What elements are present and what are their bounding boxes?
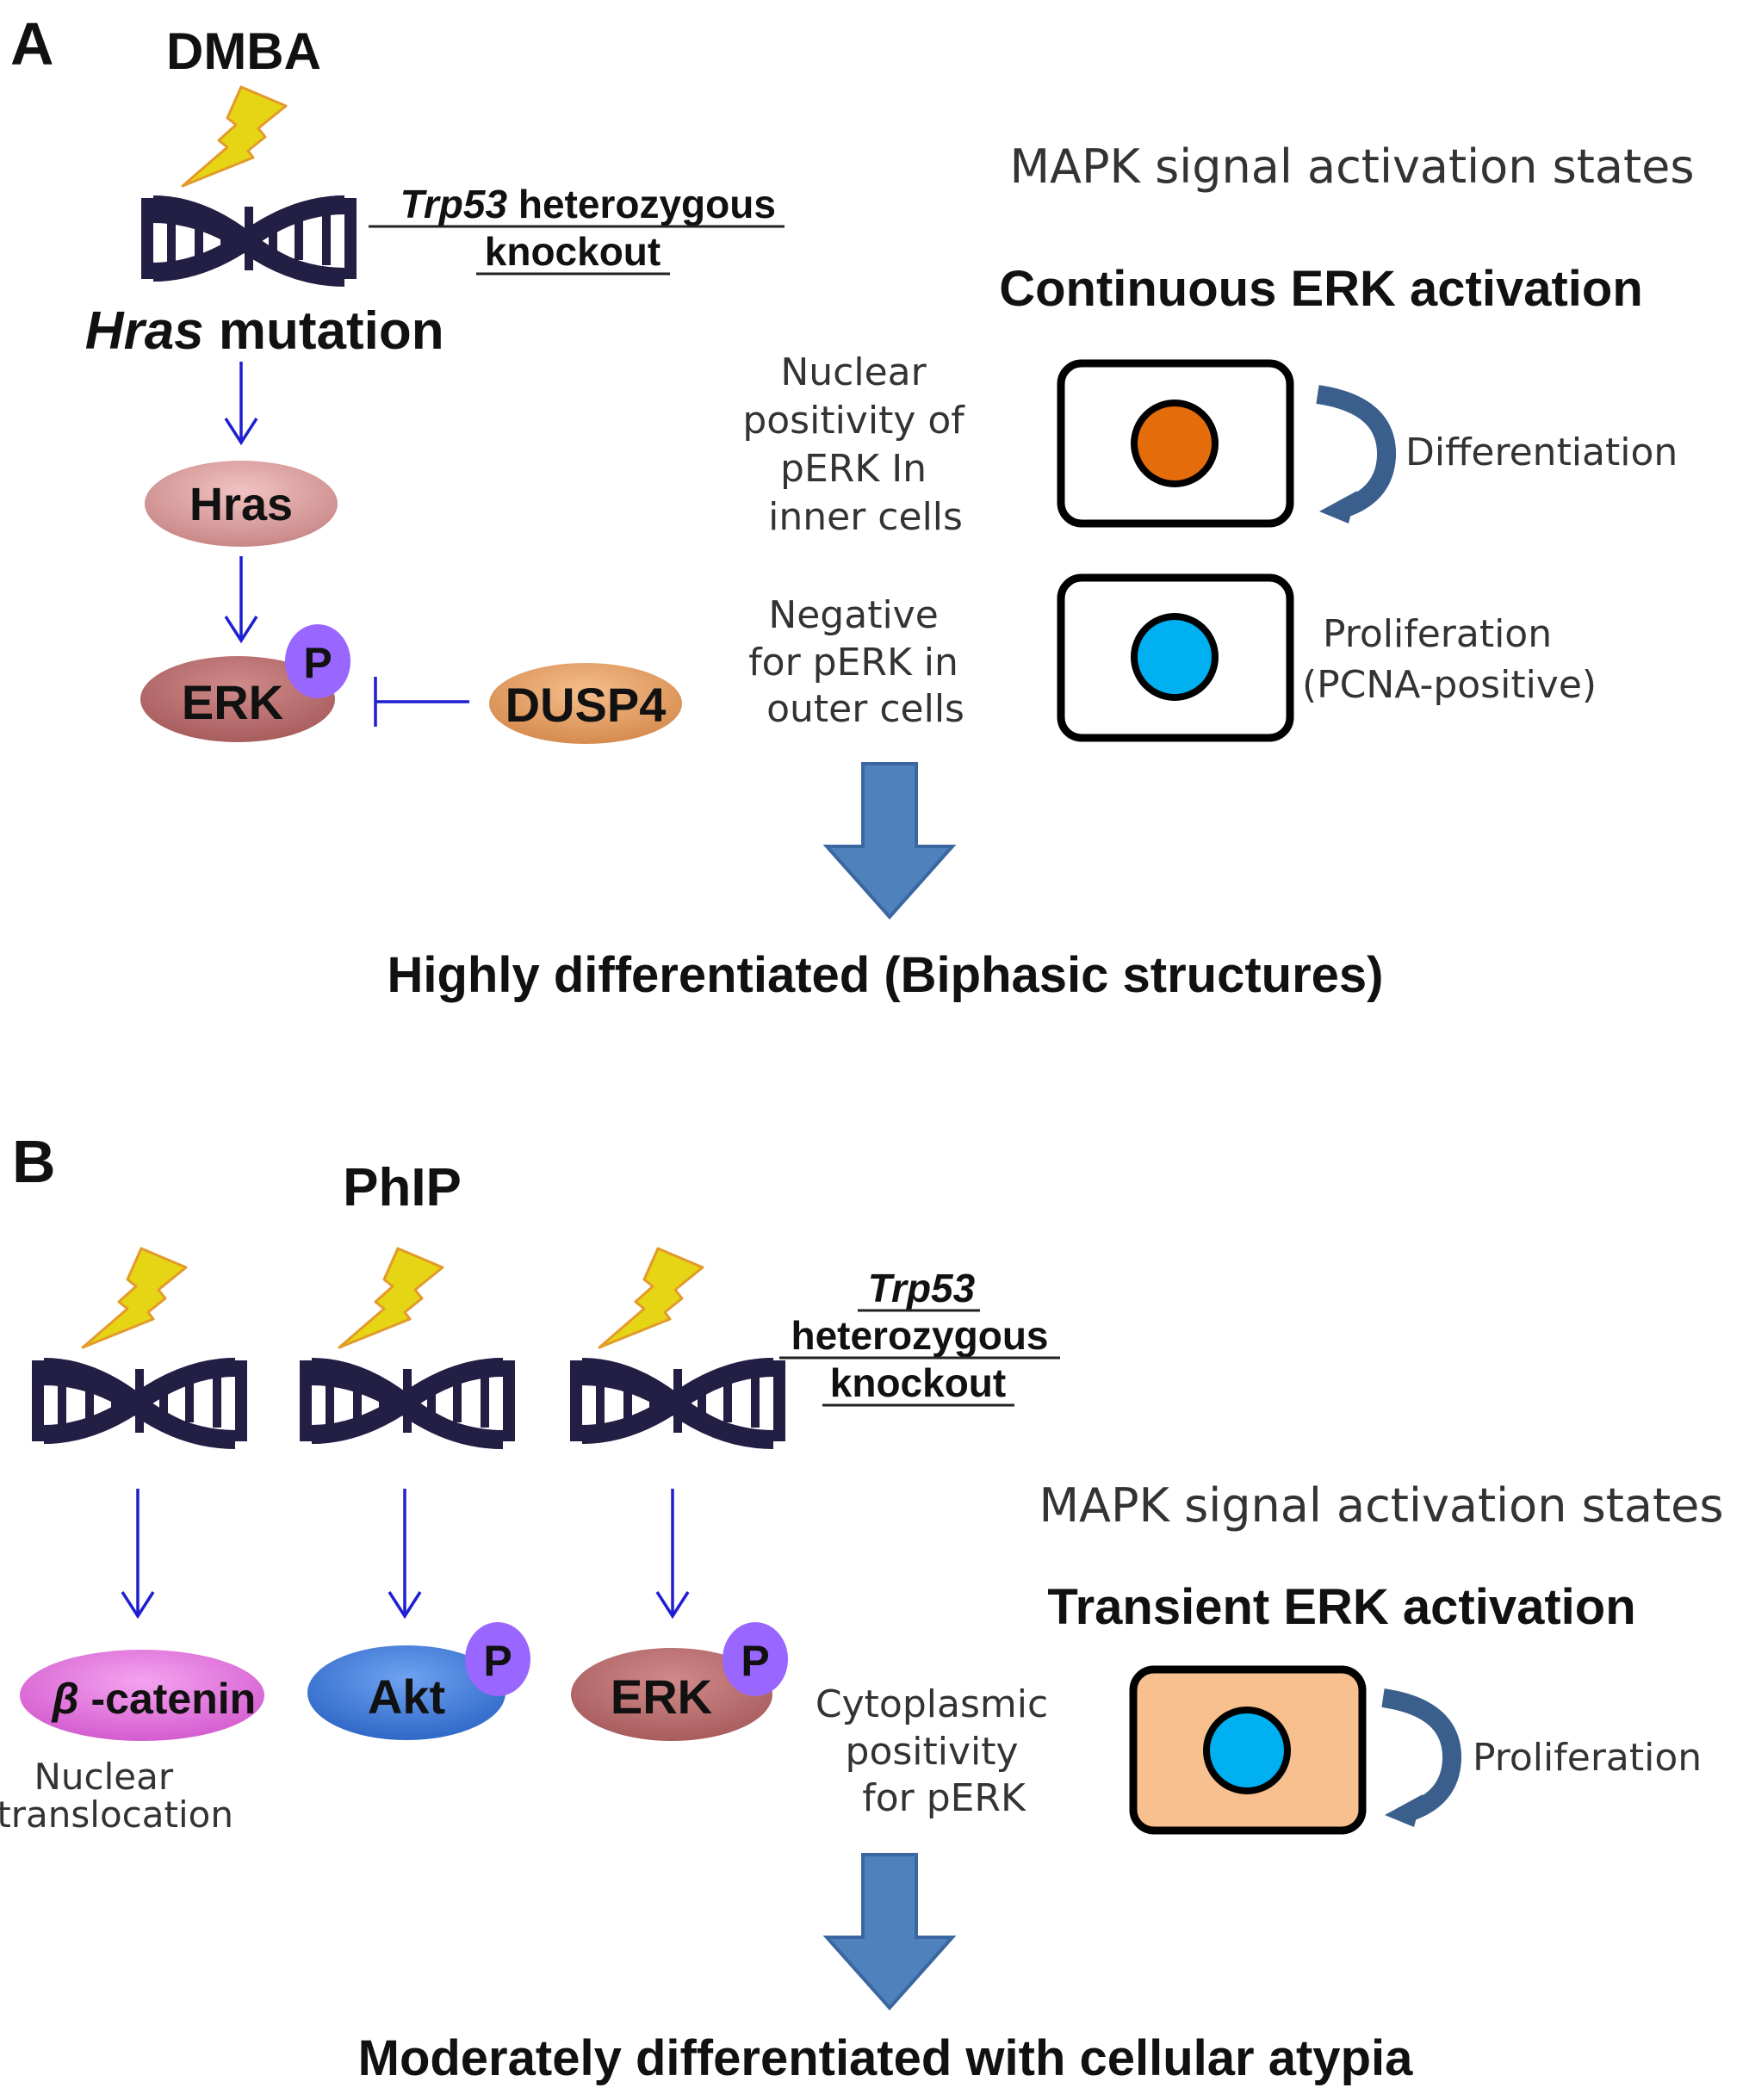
- phospho-label: P: [741, 1637, 769, 1685]
- panel-a-label: A: [10, 10, 54, 77]
- phospho-badge: [723, 1622, 788, 1696]
- cell-outer: Negative for pERK in outer cells Prolife…: [0, 0, 1681, 742]
- node-dusp4: DUSP4: [489, 663, 682, 744]
- dna-icon: [32, 1360, 247, 1441]
- erk-label: ERK: [182, 675, 283, 729]
- big-down-arrow-icon: [825, 762, 954, 919]
- result-panel-a: Highly differentiated (Biphasic structur…: [388, 947, 1384, 1003]
- lightning-bolt-icon: [81, 1247, 188, 1349]
- arrow-to-erk: [655, 1489, 690, 1620]
- node-akt: P Akt: [307, 1622, 530, 1740]
- proliferation-label: Proliferation: [1473, 1736, 1702, 1780]
- hras-mutation-label: Hras mutation: [0, 301, 518, 361]
- node-erk-b: P ERK: [571, 1622, 788, 1741]
- cell-inner: Nuclear positivity of pERK In inner cell…: [0, 0, 1678, 539]
- nucleus-blue: [1131, 613, 1219, 701]
- erk-label: ERK: [611, 1669, 712, 1724]
- trp53-gene-name: Trp53: [868, 1266, 976, 1310]
- panel-b: B PhIP Trp53 heterozygous knockout: [0, 0, 1724, 2086]
- arrow-to-catenin: [121, 1489, 155, 1620]
- arrow-mutation-to-hras: [224, 362, 258, 446]
- node-erk: P ERK: [140, 624, 350, 742]
- result-panel-b: Moderately differentiated with cellular …: [358, 2030, 1413, 2086]
- big-down-arrow-icon: [825, 1853, 954, 2010]
- mutation-text: mutation: [204, 301, 444, 361]
- beta-catenin-label: β -catenin: [0, 1675, 339, 1723]
- arrow-hras-to-erk: [224, 556, 258, 644]
- inhibition-dusp4-erk: [374, 677, 469, 727]
- node-hras: Hras: [145, 461, 338, 547]
- nucleus-orange: [1131, 400, 1219, 487]
- transient-erk-title: Transient ERK activation: [1047, 1579, 1635, 1635]
- arrow-to-akt: [388, 1489, 422, 1620]
- cell-cytoplasmic: Cytoplasmic positivity for pERK Prolifer…: [816, 1665, 1702, 1831]
- lightning-bolt-icon: [338, 1247, 444, 1349]
- lightning-bolt-icon: [181, 85, 288, 188]
- hras-gene-name: Hras: [85, 301, 204, 361]
- inner-cell-description: Nuclear positivity of pERK In inner cell…: [0, 0, 1073, 539]
- trp53-gene-name: Trp53: [400, 182, 508, 226]
- dna-icon: [570, 1360, 785, 1441]
- panel-a: A DMBA Trp53 heterozygous knockout Hras …: [0, 0, 1695, 1003]
- phospho-badge: [285, 624, 350, 698]
- trp53-knockout-label-b: Trp53 heterozygous knockout: [779, 1266, 1060, 1407]
- panel-b-label: B: [12, 1128, 56, 1195]
- svg-text:Trp53 heterozygous: Trp53 heterozygous: [301, 182, 853, 226]
- nucleus-blue: [1203, 1707, 1291, 1794]
- trp53-knockout: knockout: [485, 229, 661, 274]
- akt-label: Akt: [368, 1669, 445, 1724]
- hras-label: Hras: [189, 479, 293, 530]
- node-beta-catenin: β -catenin: [0, 1650, 339, 1741]
- differentiation-label: Differentiation: [1405, 431, 1678, 474]
- dna-icon: [300, 1360, 515, 1441]
- continuous-erk-title: Continuous ERK activation: [999, 261, 1643, 317]
- trp53-knockout-label: Trp53 heterozygous knockout: [301, 182, 853, 276]
- trp53-heterozygous: heterozygous: [507, 182, 776, 226]
- agent-phip: PhIP: [343, 1158, 462, 1217]
- proliferation-pcna-label: Proliferation (PCNA-positive): [0, 0, 1681, 707]
- phospho-label: P: [483, 1637, 512, 1685]
- cytoplasmic-description: Cytoplasmic positivity for pERK: [816, 1682, 1048, 1820]
- nuclear-translocation-note: Nuclear translocation: [0, 0, 291, 1836]
- phospho-label: P: [303, 639, 332, 687]
- curved-arrow-icon: [1383, 1698, 1452, 1827]
- mapk-states-title-b: MAPK signal activation states: [1039, 1478, 1723, 1533]
- agent-dmba: DMBA: [166, 22, 321, 80]
- trp53-heterozygous: heterozygous: [791, 1313, 1048, 1358]
- outer-cell-description: Negative for pERK in outer cells: [0, 0, 1067, 731]
- phospho-badge: [465, 1622, 530, 1696]
- mapk-states-title: MAPK signal activation states: [1009, 139, 1694, 194]
- dusp4-label: DUSP4: [505, 678, 667, 732]
- trp53-knockout: knockout: [830, 1360, 1006, 1405]
- lightning-bolt-icon: [598, 1247, 704, 1349]
- curved-arrow-icon: [1318, 394, 1386, 523]
